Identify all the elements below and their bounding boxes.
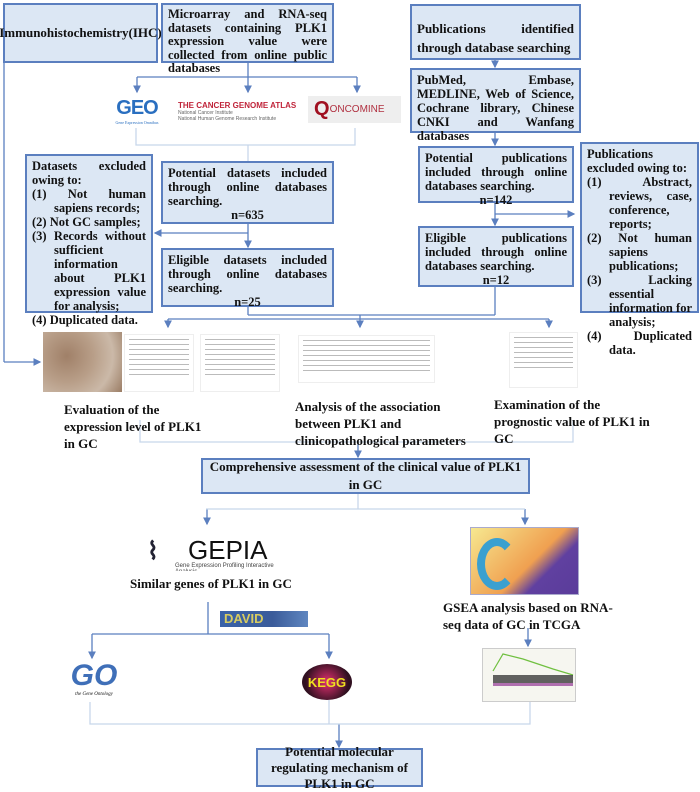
databases-label: PubMed, Embase, MEDLINE, Web of Science,… xyxy=(417,73,574,143)
enrichment-curve xyxy=(492,653,574,686)
potential-publications-box: Potential publications included through … xyxy=(418,146,574,207)
potential-mechanism-label: Potential molecular regulating mechanism… xyxy=(271,743,408,791)
potential-datasets-box: Potential datasets included through onli… xyxy=(161,161,334,224)
examination-label: Examination of the prognostic value of P… xyxy=(494,397,650,446)
eligible-datasets-box: Eligible datasets included through onlin… xyxy=(161,248,334,309)
exclusion-item: (2) Not human sapiens publications; xyxy=(587,231,692,273)
ihc-box: Immunohistochemistry(IHC) xyxy=(0,3,162,63)
microarray-label: Microarray and RNA-seq datasets containi… xyxy=(168,7,327,75)
evaluation-label: Evaluation of the expression level of PL… xyxy=(64,402,202,451)
eligible-publications-box: Eligible publications included through o… xyxy=(418,226,574,287)
exclusion-item: (1) Not human sapiens records; xyxy=(32,187,146,215)
dna-icon: ⌇ xyxy=(147,539,159,565)
tcga-logo: THE CANCER GENOME ATLAS National Cancer … xyxy=(178,101,308,125)
exclusion-item: (2) Not GC samples; xyxy=(32,215,141,229)
kegg-logo-text: KEGG xyxy=(307,674,347,690)
enrichment-plot-image xyxy=(482,648,576,702)
eligible-publications-count: n=12 xyxy=(482,273,510,287)
analysis-label: Analysis of the association between PLK1… xyxy=(295,399,466,448)
exclusion-item: (3) Records without sufficient informati… xyxy=(32,229,146,313)
forest-plot-image xyxy=(200,334,280,392)
datasets-excluded-box: Datasets excluded owing to: (1) Not huma… xyxy=(25,154,153,327)
exclusion-item: (4) Duplicated data. xyxy=(587,329,692,357)
potential-mechanism-box: Potential molecular regulating mechanism… xyxy=(256,744,423,791)
david-logo: DAVID xyxy=(220,611,308,627)
potential-publications-label: Potential publications included through … xyxy=(425,151,567,193)
databases-box: PubMed, Embase, MEDLINE, Web of Science,… xyxy=(410,68,581,143)
gsea-label: GSEA analysis based on RNA-seq data of G… xyxy=(443,600,613,632)
comprehensive-assessment-box: Comprehensive assessment of the clinical… xyxy=(201,458,530,494)
geo-logo-subtitle: Gene Expression Omnibus xyxy=(115,120,159,125)
eligible-datasets-label: Eligible datasets included through onlin… xyxy=(168,253,327,295)
publications-excluded-title: Publications excluded owing to: xyxy=(587,147,687,175)
exclusion-item: (1) Abstract, reviews, case, conference,… xyxy=(587,175,692,231)
eligible-publications-label: Eligible publications included through o… xyxy=(425,231,567,273)
geo-logo-text: GEO xyxy=(116,97,158,119)
tcga-logo-subtitle-2: National Human Genome Research Institute xyxy=(178,116,277,122)
publications-identified-box: Publications identified through database… xyxy=(410,4,581,60)
publications-identified-label: Publications identified through database… xyxy=(417,21,574,55)
potential-datasets-label: Potential datasets included through onli… xyxy=(168,166,327,208)
gepia-logo-text: GEPIA xyxy=(188,535,268,565)
exclusion-item: (4) Duplicated data. xyxy=(32,313,138,327)
comprehensive-assessment-label: Comprehensive assessment of the clinical… xyxy=(209,458,522,493)
oncomine-q-icon: Q xyxy=(314,98,330,120)
gepia-logo-subtitle: Gene Expression Profiling Interactive An… xyxy=(175,563,274,571)
tcga-logo-subtitle-1: National Cancer Institute xyxy=(178,110,233,116)
exclusion-item: (3) Lacking essential information for an… xyxy=(587,273,692,329)
clinicopathological-table-image xyxy=(298,335,435,383)
gsea-logo xyxy=(470,527,579,595)
datasets-excluded-title: Datasets excluded owing to: xyxy=(32,159,146,187)
geo-logo: GEO Gene Expression Omnibus xyxy=(108,97,166,125)
potential-publications-count: n=142 xyxy=(479,193,513,207)
go-logo-text: GO xyxy=(70,660,118,692)
david-logo-text: DAVID xyxy=(224,611,264,626)
publications-excluded-box: Publications excluded owing to: (1) Abst… xyxy=(580,142,699,357)
potential-datasets-count: n=635 xyxy=(231,208,264,222)
tcga-logo-text: THE CANCER GENOME ATLAS xyxy=(178,101,297,110)
ihc-label: Immunohistochemistry(IHC) xyxy=(0,24,162,40)
microarray-box: Microarray and RNA-seq datasets containi… xyxy=(161,3,334,75)
kegg-logo: KEGG xyxy=(302,664,352,700)
wave-icon xyxy=(477,538,517,590)
ihc-image xyxy=(43,332,122,392)
eligible-datasets-count: n=25 xyxy=(234,295,261,309)
similar-genes-label: Similar genes of PLK1 in GC xyxy=(130,576,292,591)
gepia-logo: ⌇ GEPIA Gene Expression Profiling Intera… xyxy=(143,535,295,571)
oncomine-logo-text: ONCOMINE xyxy=(329,104,385,115)
prognostic-forest-plot-image xyxy=(509,332,578,388)
gene-ontology-logo: GO the Gene Ontology xyxy=(66,660,122,700)
forest-plot-image xyxy=(124,334,194,392)
go-logo-subtitle: the Gene Ontology xyxy=(75,692,113,697)
